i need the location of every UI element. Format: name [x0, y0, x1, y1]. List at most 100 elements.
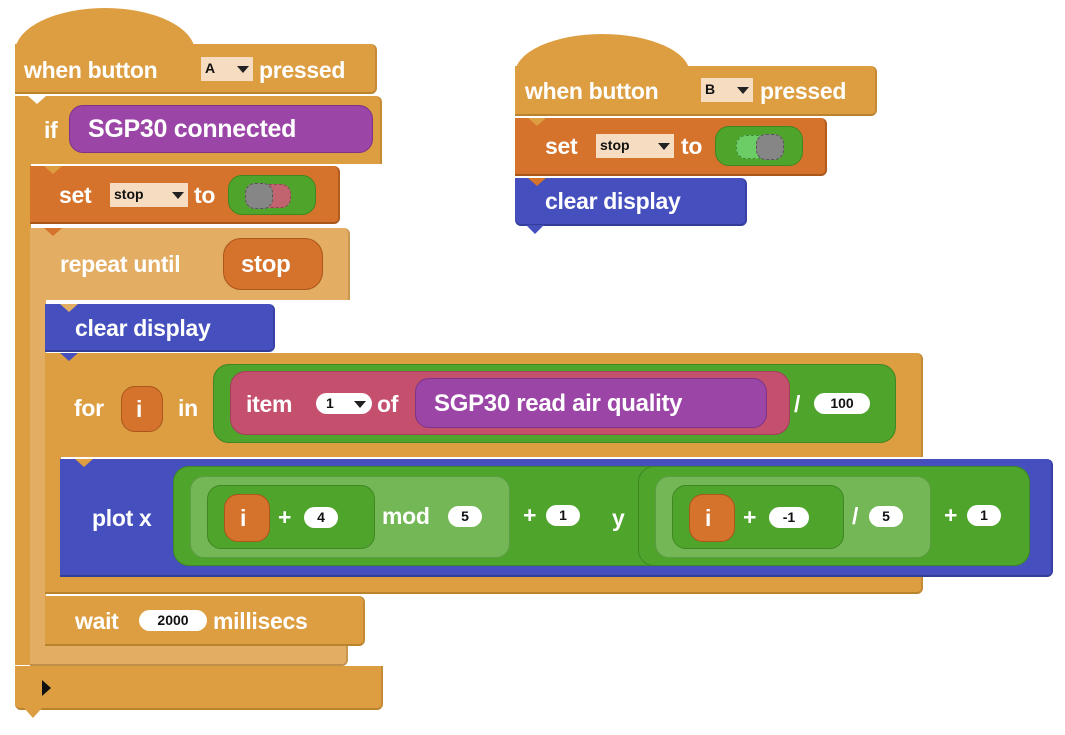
plot-x-label: plot x — [92, 505, 152, 531]
hat-prefix: when button — [24, 57, 158, 83]
sensor-source-label: SGP30 read air quality — [434, 390, 683, 417]
if-block-arm — [15, 160, 31, 665]
notch — [60, 596, 78, 604]
set-keyword: set — [59, 182, 92, 208]
when-button-b-pressed-block[interactable]: when button B pressed — [515, 66, 877, 116]
x-plus-operator: + — [278, 504, 292, 530]
notch — [526, 225, 544, 234]
x-add-operator-block[interactable]: i + 4 mod 5 + 1 — [173, 466, 718, 566]
x-variable-i[interactable]: i — [224, 494, 270, 542]
divide-operator-block[interactable]: item 1 of SGP30 read air quality / 100 — [213, 364, 896, 443]
button-dropdown-a[interactable]: A — [201, 57, 253, 81]
sgp30-read-air-quality-reporter[interactable]: SGP30 read air quality — [415, 378, 767, 428]
if-block-foot — [15, 666, 383, 710]
loop-variable-i[interactable]: i — [121, 386, 163, 432]
y-variable-i[interactable]: i — [689, 494, 735, 542]
for-each-block[interactable]: for i in item 1 of SGP30 read air qualit… — [45, 353, 923, 457]
x-inner-add-block[interactable]: i + 4 — [207, 485, 375, 549]
set-keyword: set — [545, 133, 578, 159]
y-add2-value: 1 — [980, 507, 988, 523]
repeat-block-foot — [30, 646, 348, 666]
clear-display-block[interactable]: clear display — [45, 304, 275, 352]
if-block[interactable]: if SGP30 connected — [15, 96, 382, 164]
variable-dropdown[interactable]: stop — [596, 134, 674, 158]
to-keyword: to — [194, 182, 216, 208]
condition-label: SGP30 connected — [88, 115, 297, 143]
wait-unit-label: millisecs — [213, 608, 308, 634]
if-keyword: if — [44, 117, 58, 143]
item-index-dropdown[interactable]: 1 — [316, 393, 372, 414]
clear-display-label: clear display — [75, 315, 211, 341]
button-dropdown-b[interactable]: B — [701, 78, 753, 102]
for-keyword: for — [74, 395, 104, 421]
chevron-down-icon — [354, 401, 366, 408]
variable-dropdown-value: stop — [114, 186, 144, 202]
item-index-value: 1 — [326, 395, 334, 411]
notch — [75, 459, 93, 467]
y-add-operator-block[interactable]: i + -1 / 5 + 1 — [638, 466, 1030, 566]
toggle-knob — [756, 134, 784, 160]
clear-display-block-b[interactable]: clear display — [515, 178, 747, 226]
variable-dropdown-value: stop — [600, 137, 630, 153]
y-plus-operator: + — [743, 504, 757, 530]
of-keyword: of — [377, 391, 399, 417]
notch — [528, 118, 546, 126]
x-mod-value: 5 — [461, 508, 469, 524]
stop-variable-reporter[interactable]: stop — [223, 238, 323, 290]
button-dropdown-value: A — [205, 60, 216, 76]
hat-suffix: pressed — [259, 57, 346, 83]
item-of-list-block[interactable]: item 1 of SGP30 read air quality — [230, 371, 790, 435]
x-add-value: 4 — [317, 509, 325, 525]
wait-duration-input[interactable]: 2000 — [139, 610, 207, 631]
to-keyword: to — [681, 133, 703, 159]
variable-dropdown[interactable]: stop — [110, 183, 188, 207]
chevron-down-icon — [237, 66, 249, 73]
x-add2-input[interactable]: 1 — [546, 505, 580, 526]
wait-block[interactable]: wait 2000 millisecs — [45, 596, 365, 646]
divisor-input[interactable]: 100 — [814, 393, 870, 414]
y-add-value: -1 — [782, 509, 796, 525]
hat-suffix: pressed — [760, 78, 847, 104]
x-mod-operator: mod — [382, 503, 430, 529]
plot-y-label: y — [612, 505, 625, 531]
y-divide-input[interactable]: 5 — [869, 506, 903, 527]
notch — [24, 708, 42, 718]
repeat-until-keyword: repeat until — [60, 251, 181, 277]
x-variable-label: i — [240, 505, 247, 531]
boolean-toggle-false[interactable] — [228, 175, 316, 215]
when-button-a-pressed-block[interactable]: when button A pressed — [15, 44, 377, 94]
for-block-arm — [45, 455, 61, 580]
wait-duration-value: 2000 — [157, 612, 189, 628]
x-plus2-operator: + — [523, 502, 537, 528]
boolean-toggle-true[interactable] — [715, 126, 803, 166]
sgp30-connected-reporter[interactable]: SGP30 connected — [69, 105, 373, 153]
clear-display-label: clear display — [545, 188, 681, 214]
y-divide-operator-block[interactable]: i + -1 / 5 — [655, 476, 931, 558]
y-inner-add-block[interactable]: i + -1 — [672, 485, 844, 549]
set-stop-block-b[interactable]: set stop to — [515, 118, 827, 176]
y-add-input[interactable]: -1 — [769, 507, 809, 528]
x-mod-operator-block[interactable]: i + 4 mod 5 — [190, 476, 510, 558]
expand-arrow-icon[interactable] — [42, 680, 51, 696]
notch — [60, 304, 78, 312]
x-add-input[interactable]: 4 — [304, 507, 338, 528]
y-variable-label: i — [705, 505, 712, 531]
y-add2-input[interactable]: 1 — [967, 505, 1001, 526]
plot-xy-block[interactable]: plot x i + 4 mod 5 + 1 — [60, 459, 1053, 577]
stop-variable-label: stop — [241, 251, 291, 278]
notch — [60, 353, 78, 361]
notch — [528, 178, 546, 186]
chevron-down-icon — [658, 143, 670, 150]
set-stop-block[interactable]: set stop to — [30, 166, 340, 224]
wait-keyword: wait — [75, 608, 119, 634]
y-divide-value: 5 — [882, 508, 890, 524]
chevron-down-icon — [172, 192, 184, 199]
divide-operator: / — [794, 391, 801, 417]
notch — [28, 96, 46, 104]
button-dropdown-value: B — [705, 81, 716, 97]
hat-prefix: when button — [525, 78, 659, 104]
repeat-until-block[interactable]: repeat until stop — [30, 228, 350, 300]
x-mod-input[interactable]: 5 — [448, 506, 482, 527]
divisor-value: 100 — [830, 395, 854, 411]
y-divide-operator: / — [852, 503, 859, 529]
